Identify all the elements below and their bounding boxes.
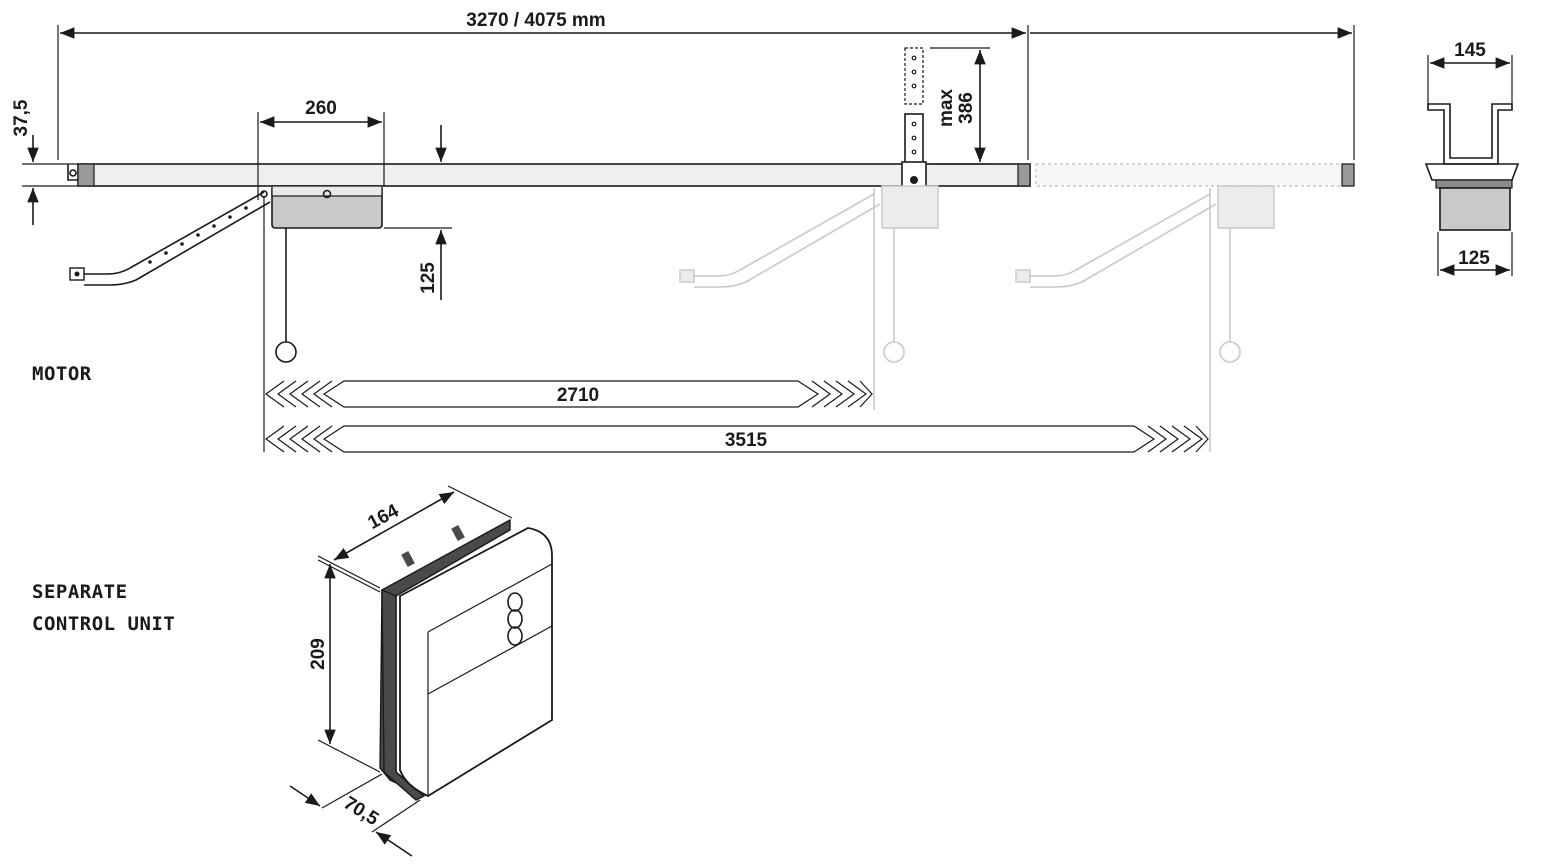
total-length-dimension: 3270 / 4075 mm (57, 10, 1355, 160)
rail-profile-view: 145 125 (1424, 40, 1520, 276)
motor-height-dimension: 125 (384, 125, 452, 300)
ghost-position-2 (1015, 185, 1275, 452)
control-caption-line2: CONTROL UNIT (32, 613, 175, 635)
motor-width-label: 260 (305, 98, 337, 119)
ghost-position-1 (679, 185, 939, 410)
motor-unit (271, 185, 383, 363)
travel-long-label: 3515 (725, 430, 768, 451)
rail-offset-dimension: 37,5 (11, 99, 78, 225)
profile-top-width-label: 145 (1454, 40, 1486, 61)
travel-short-label: 2710 (557, 385, 599, 406)
travel-short-dimension: 2710 (263, 196, 873, 452)
control-height-dimension: 209 (308, 559, 381, 773)
control-width-label: 164 (364, 500, 402, 534)
bracket-max-label: max (936, 89, 957, 127)
motor-width-dimension: 260 (257, 98, 385, 200)
control-depth-label: 70,5 (340, 793, 383, 831)
control-caption-line1: SEPARATE (32, 581, 128, 603)
rail-offset-label: 37,5 (11, 99, 32, 136)
door-arm (69, 190, 271, 286)
total-length-label: 3270 / 4075 mm (466, 10, 605, 31)
control-height-label: 209 (308, 638, 329, 670)
bracket-max-value: 386 (956, 92, 977, 124)
motor-height-label: 125 (418, 262, 439, 294)
ceiling-bracket: max 386 (901, 47, 990, 189)
profile-bottom-width-label: 125 (1458, 248, 1490, 269)
rail (67, 163, 1355, 187)
motor-caption: MOTOR (32, 363, 92, 385)
control-unit (379, 518, 553, 801)
travel-long-dimension: 3515 (264, 425, 1209, 453)
